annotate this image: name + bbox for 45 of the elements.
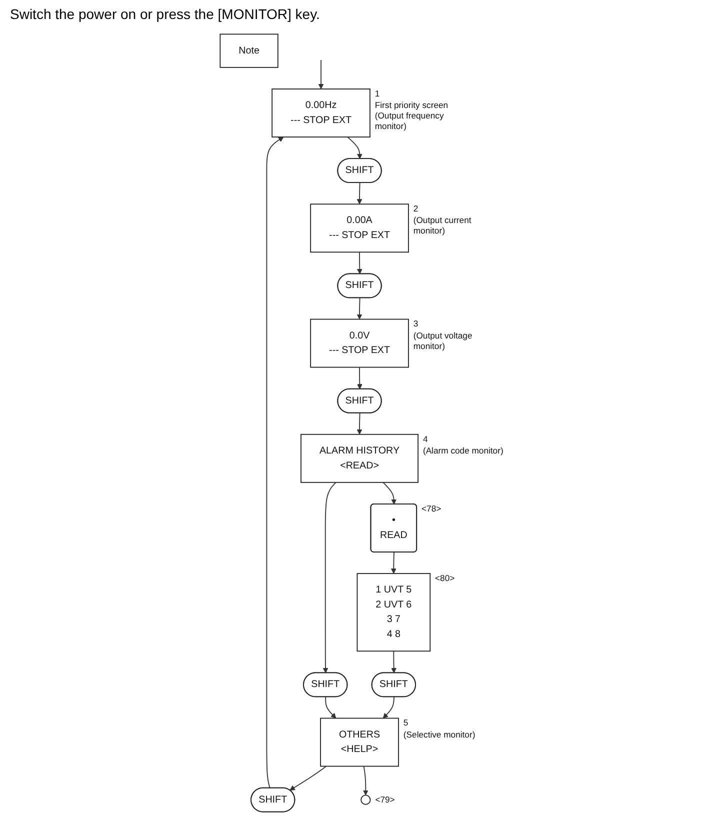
- screen-caption: (Alarm code monitor): [422, 445, 504, 456]
- read-key: • READ: [370, 504, 417, 552]
- arrow: [390, 552, 396, 574]
- screen-caption: <79>: [374, 794, 395, 805]
- screen-caption: <80>: [434, 572, 454, 583]
- display-screen: 1 UVT 5 2 UVT 6 3 7 4 8: [356, 573, 430, 652]
- display-screen: ALARM HISTORY <READ>: [300, 434, 418, 483]
- arrow: [356, 182, 362, 204]
- arrow: [390, 650, 396, 674]
- arrow: [356, 298, 362, 320]
- shift-key: SHIFT: [336, 388, 382, 414]
- arrow: [362, 766, 368, 796]
- instruction-heading: Switch the power on or press the [MONITOR] key.: [9, 5, 321, 24]
- screen-caption: First priority screen (Output frequency monitor): [374, 100, 448, 131]
- screen-caption: 4: [422, 434, 428, 444]
- screen-caption: (Selective monitor): [403, 729, 475, 740]
- arrow: [356, 412, 362, 435]
- screen-caption: 1: [374, 88, 380, 98]
- screen-caption: 5: [403, 718, 408, 728]
- arrow: [318, 60, 324, 90]
- display-screen: OTHERS <HELP>: [320, 718, 399, 767]
- arrow: [322, 482, 336, 674]
- arrow: [356, 366, 362, 390]
- screen-caption: <78>: [421, 503, 441, 514]
- shift-key: SHIFT: [371, 672, 416, 698]
- screen-caption: 3: [413, 318, 418, 329]
- key-symbol: [360, 794, 370, 805]
- display-screen: 0.00A --- STOP EXT: [310, 204, 409, 253]
- screen-caption: 2: [413, 204, 418, 214]
- arrow: [324, 696, 336, 718]
- screen-caption: (Output voltage monitor): [413, 330, 472, 351]
- arrow: [356, 252, 362, 274]
- arrow: [266, 136, 284, 789]
- screen-caption: (Output current monitor): [413, 215, 472, 236]
- display-screen: 0.0V --- STOP EXT: [310, 318, 409, 368]
- note-box: Note: [219, 34, 278, 68]
- shift-key: SHIFT: [336, 273, 382, 298]
- shift-key: SHIFT: [302, 672, 348, 698]
- arrow: [289, 766, 326, 790]
- arrow: [382, 696, 394, 718]
- arrow: [382, 482, 396, 505]
- display-screen: 0.00Hz --- STOP EXT: [271, 88, 370, 138]
- arrow: [346, 136, 362, 160]
- shift-key: SHIFT: [250, 787, 295, 812]
- shift-key: SHIFT: [336, 158, 382, 184]
